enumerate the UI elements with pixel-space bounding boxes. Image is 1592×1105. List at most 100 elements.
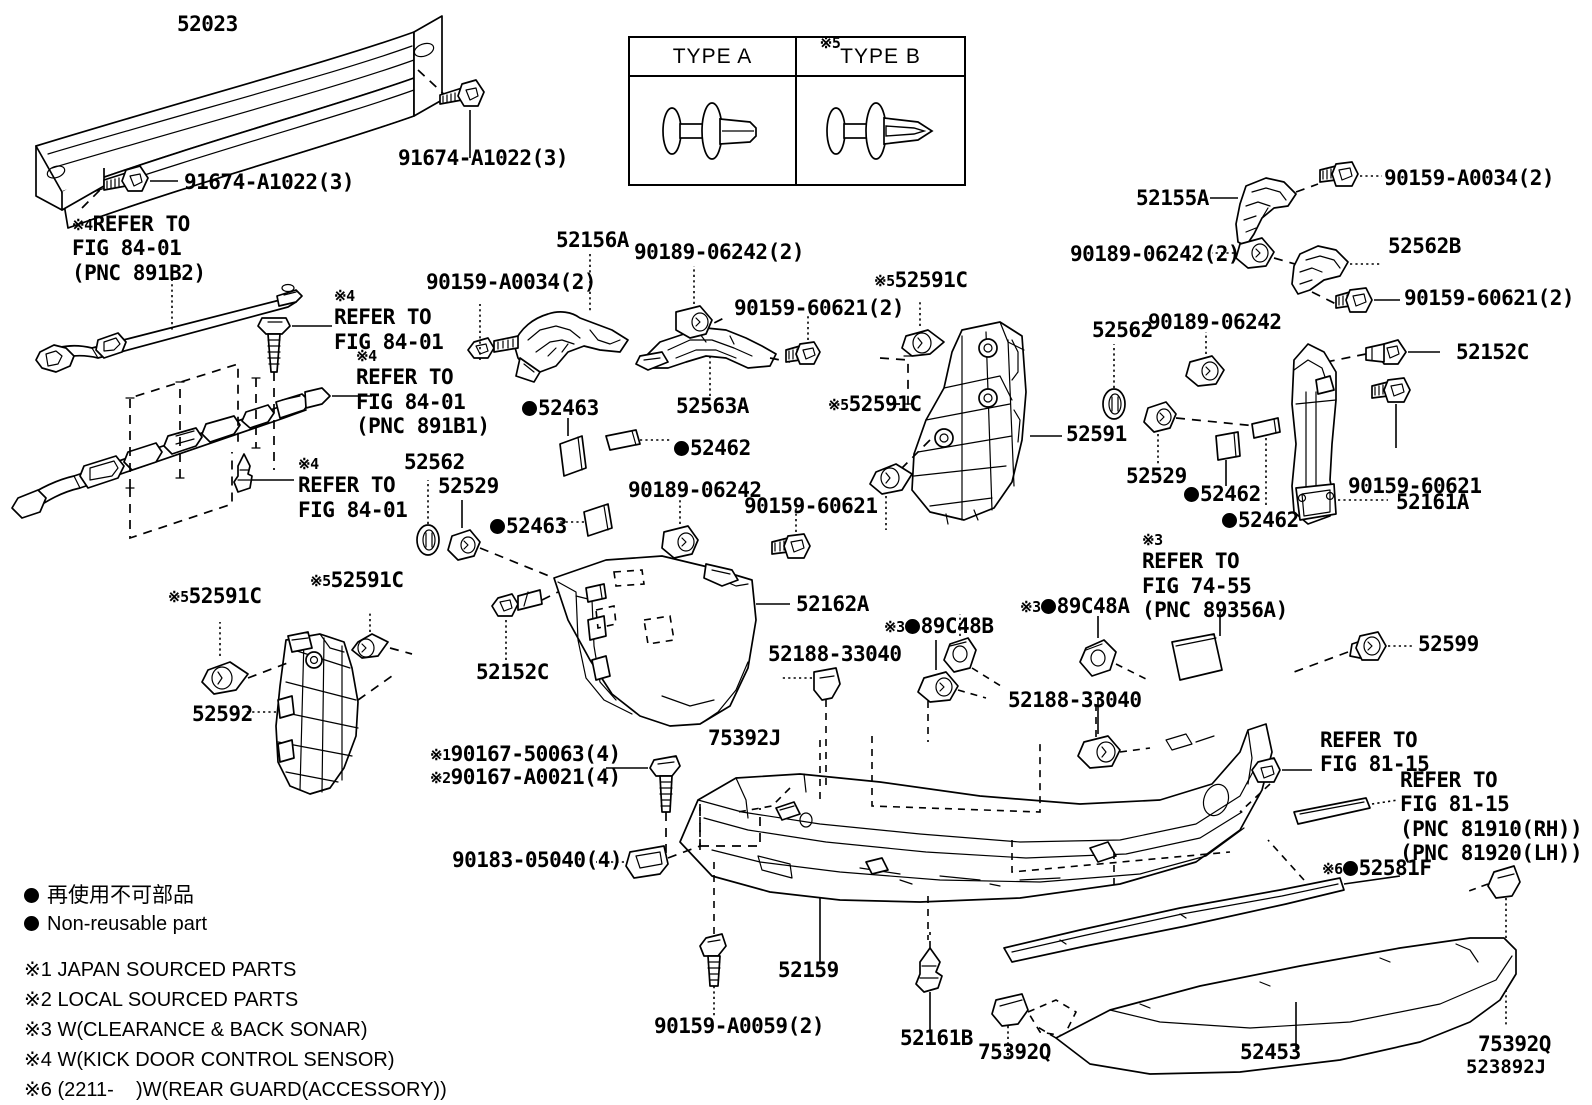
label-52188-33040-a: 52188-33040 (768, 642, 902, 666)
part-891b2-harness (36, 268, 302, 372)
clip-75392q-a (992, 994, 1076, 1056)
legend-note-3: ※3 W(CLEARANCE & BACK SONAR) (24, 1019, 368, 1042)
label-52591c-b: ※552591C (828, 392, 922, 416)
legend-note-2: ※2 LOCAL SOURCED PARTS (24, 989, 299, 1012)
legend-note-4: ※4 W(KICK DOOR CONTROL SENSOR) (24, 1049, 395, 1072)
part-52562-grommet-b (1103, 344, 1125, 419)
part-52162a-retainer (554, 556, 790, 726)
label-90159-a0034-b: 90159-A0034(2) (1384, 166, 1555, 190)
bolt-90159-60621-c (1336, 288, 1400, 312)
bolt-90159-a0034-a (468, 304, 518, 360)
label-90167-a0021: ※290167-A0021(4) (430, 765, 621, 789)
label-52462-c: 52462 (1222, 508, 1299, 533)
part-52462-clip-b (1216, 432, 1240, 486)
label-90159-a0034-a: 90159-A0034(2) (426, 270, 597, 294)
label-52562b: 52562B (1388, 234, 1461, 258)
bolt-90159-a0034-b (1320, 162, 1382, 186)
screw-kick-sensor-a (258, 318, 332, 470)
table-header-type-b: TYPE B (840, 44, 921, 68)
part-52462-clip-c (1252, 418, 1280, 508)
part-52562-grommet-a (417, 480, 439, 555)
label-90189-06242-a: 90189-06242(2) (634, 240, 805, 264)
label-52463-b: 52463 (490, 514, 567, 539)
clip-kick-sensor-b (234, 454, 294, 492)
bolt-90159-60621-b (772, 508, 810, 558)
label-refer-fig-81-15-a: REFER TO FIG 81-15 (1320, 728, 1430, 777)
label-52453: 52453 (1240, 1040, 1301, 1064)
label-52529-b: 52529 (1126, 464, 1187, 488)
bolt-52152c-b (1326, 340, 1440, 364)
label-52592: 52592 (192, 702, 253, 726)
part-52529-clip-b (1144, 402, 1256, 464)
part-52581f-guard (1004, 876, 1400, 962)
label-90159-60621-a: 90159-60621(2) (734, 296, 905, 320)
label-52462-a: 52462 (674, 436, 751, 461)
label-52591: 52591 (1066, 422, 1127, 446)
label-52155a: 52155A (1136, 186, 1209, 210)
label-52562-b: 52562 (1092, 318, 1153, 342)
diagram-code: 523892J (1466, 1056, 1547, 1078)
clip-90189-06242-c (1212, 238, 1302, 268)
part-52562b-bracket (1292, 246, 1382, 306)
label-52591c-d: ※552591C (310, 568, 404, 592)
clip-90189-06242-b (662, 500, 698, 558)
label-90167-50063: ※190167-50063(4) (430, 742, 621, 766)
part-52529-clip-a (448, 500, 554, 578)
part-52463-pad-b (560, 504, 612, 536)
clip-75392j (782, 668, 840, 790)
part-52463-pad-a (560, 418, 586, 476)
label-52529-a: 52529 (438, 474, 499, 498)
label-52591c-c: ※552591C (168, 584, 262, 608)
label-refer-fig-84-01-891b2: ※4REFER TO FIG 84-01 (PNC 891B2) (72, 212, 206, 285)
clip-type-table: TYPE A TYPE B (628, 36, 966, 186)
label-91674-a1022-lower: 91674-A1022(3) (184, 170, 355, 194)
clip-90183-05040 (596, 806, 760, 878)
part-89c48a-sensor (1080, 616, 1148, 680)
part-52161a-bracket (1292, 344, 1388, 524)
part-89c48b-sensor (944, 614, 1004, 688)
type-a-clip-illustration (630, 77, 797, 184)
label-52152c-a: 52152C (1456, 340, 1529, 364)
label-90159-a0059: 90159-A0059(2) (654, 1014, 825, 1038)
bolt-52152c-a (492, 590, 558, 662)
legend-block: 再使用不可部品 Non-reusable part ※1 JAPAN SOURC… (24, 880, 447, 1105)
part-52453-valance (1036, 938, 1516, 1074)
label-52563a: 52563A (676, 394, 749, 418)
part-89356a-cap (1172, 612, 1222, 680)
label-52463-a: 52463 (522, 396, 599, 421)
label-52023: 52023 (177, 12, 238, 36)
bolt-91674-a1022-left (82, 166, 178, 208)
label-refer-fig-81-15-b: REFER TO FIG 81-15 (PNC 81910(RH)) (PNC … (1400, 768, 1583, 866)
clip-52591c-d (352, 612, 412, 658)
clip-52591c-c (202, 622, 290, 694)
label-75392q-a: 75392Q (978, 1040, 1051, 1064)
part-52159-bumper-cover (680, 688, 1304, 962)
label-90159-60621-c: 90159-60621(2) (1404, 286, 1575, 310)
part-891b1-harness (12, 364, 372, 538)
label-90189-06242-c: 90189-06242 (1148, 310, 1282, 334)
label-52156a: 52156A (556, 228, 629, 252)
label-52188-33040-b: 52188-33040 (1008, 688, 1142, 712)
type-table-marker: ※5 (819, 34, 841, 53)
label-52591c-a: ※552591C (874, 268, 968, 292)
type-b-clip-illustration (797, 77, 964, 184)
label-52152c-b: 52152C (476, 660, 549, 684)
label-52161b: 52161B (900, 1026, 973, 1050)
clip-52591c-b (870, 464, 912, 530)
legend-note-6: ※6 (2211- )W(REAR GUARD(ACCESSORY)) (24, 1079, 447, 1102)
clip-75392q-b (1466, 866, 1520, 1026)
clip-52161b (916, 932, 942, 1040)
part-52023-reinforcement (36, 16, 442, 228)
label-90183-05040: 90183-05040(4) (452, 848, 623, 872)
label-90189-06242-b: 90189-06242 (628, 478, 762, 502)
bolt-91674-a1022-right (418, 70, 484, 158)
label-52161a: 52161A (1396, 490, 1469, 514)
